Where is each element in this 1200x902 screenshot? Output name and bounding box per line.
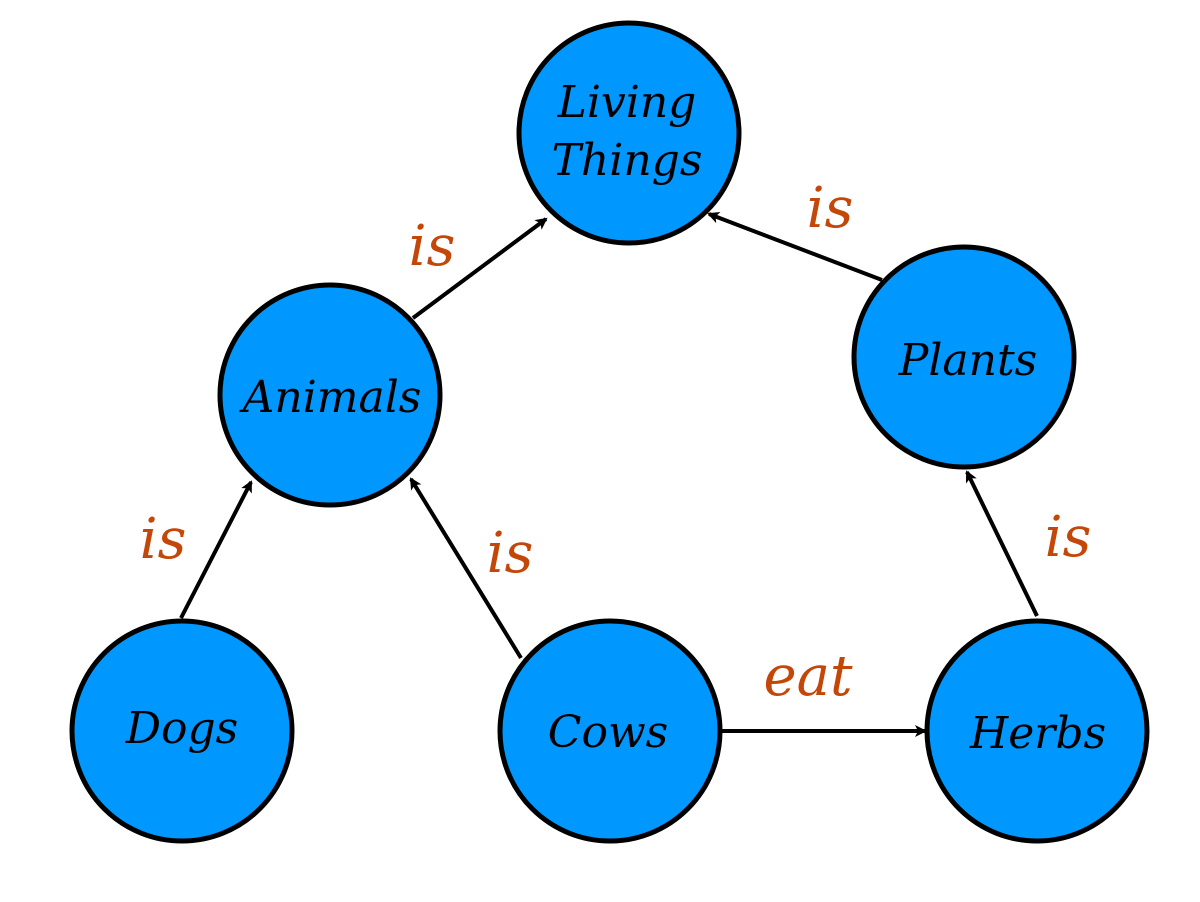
- node-living-things-label-line1: Living: [557, 77, 697, 128]
- node-plants-circle: [851, 244, 1077, 470]
- edge-herbs-plants: [965, 470, 1039, 617]
- edge-label-herbs-plants: is: [1045, 505, 1092, 570]
- node-animals-circle: [217, 282, 443, 508]
- edge-label-plants-living-things: is: [807, 176, 854, 241]
- node-living-things-circle: [516, 20, 742, 246]
- node-living-things: Living Things: [516, 20, 742, 246]
- edge-label-animals-living-things: is: [409, 214, 456, 279]
- edge-labels: is is is is is eat: [140, 176, 1092, 709]
- edge-label-cows-herbs: eat: [763, 644, 853, 709]
- node-dogs-label: Dogs: [125, 703, 239, 754]
- edges: [179, 211, 1039, 737]
- node-dogs: Dogs: [69, 618, 295, 844]
- edge-label-cows-animals: is: [487, 521, 534, 586]
- node-herbs: Herbs: [924, 618, 1150, 844]
- node-herbs-label: Herbs: [969, 708, 1106, 759]
- node-living-things-label-line2: Things: [552, 135, 703, 186]
- node-cows: Cows: [497, 618, 723, 844]
- edge-label-dogs-animals: is: [140, 507, 187, 572]
- node-plants-label: Plants: [898, 335, 1038, 386]
- node-cows-label: Cows: [548, 707, 668, 758]
- node-animals-label: Animals: [239, 372, 422, 423]
- node-plants: Plants: [851, 244, 1077, 470]
- edge-dogs-animals: [179, 480, 253, 619]
- edge-animals-living-things: [411, 217, 548, 320]
- node-herbs-circle: [924, 618, 1150, 844]
- edge-plants-living-things: [707, 211, 883, 282]
- node-dogs-circle: [69, 618, 295, 844]
- node-cows-circle: [497, 618, 723, 844]
- edge-cows-animals: [409, 477, 523, 660]
- node-animals: Animals: [217, 282, 443, 508]
